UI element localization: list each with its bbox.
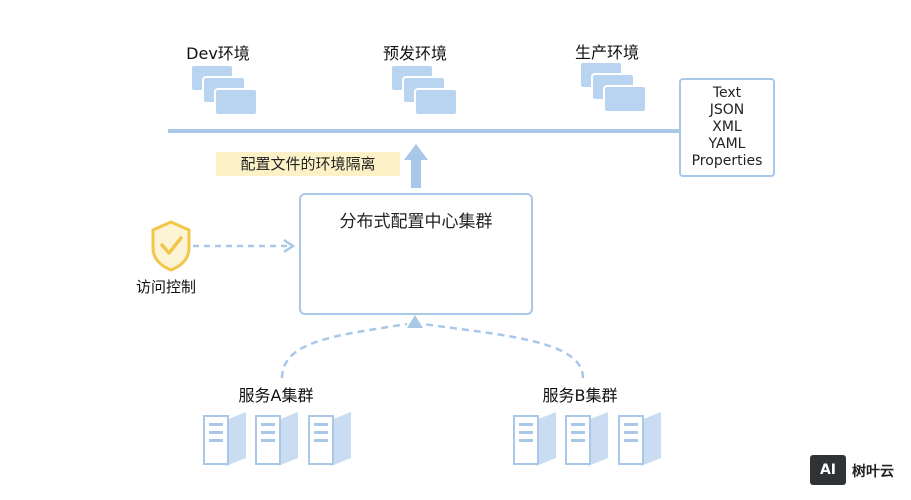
- watermark-text: 树叶云: [852, 464, 894, 480]
- format-item: JSON: [709, 102, 745, 118]
- config-formats-box: Text JSON XML YAML Properties: [679, 78, 775, 177]
- format-item: Properties: [691, 153, 763, 169]
- access-control-label: 访问控制: [135, 278, 196, 296]
- format-item: Text: [712, 85, 742, 101]
- center-up-arrowhead: [407, 315, 423, 328]
- env-label-prod: 生产环境: [574, 43, 639, 62]
- server-icon: [618, 412, 661, 466]
- access-dashed-arrow: [193, 238, 296, 254]
- server-icon: [255, 412, 298, 466]
- server-icon: [308, 412, 351, 466]
- cluster-dashed-curves: [280, 322, 585, 379]
- prod-env-stack-icon: [579, 61, 647, 113]
- config-center-title: 分布式配置中心集群: [339, 212, 493, 232]
- cluster-label-b: 服务B集群: [542, 386, 618, 405]
- format-item: YAML: [708, 136, 746, 152]
- env-label-staging: 预发环境: [382, 44, 447, 63]
- environment-isolation-label: 配置文件的环境隔离: [216, 152, 400, 176]
- staging-env-stack-icon: [390, 64, 458, 116]
- server-icon: [565, 412, 608, 466]
- format-item: XML: [712, 119, 742, 135]
- server-icon: [203, 412, 246, 466]
- shield-check-icon: [151, 220, 191, 272]
- config-center-box: 分布式配置中心集群: [299, 193, 533, 315]
- watermark-logo: AI: [810, 455, 846, 485]
- dev-env-stack-icon: [190, 64, 258, 116]
- up-arrow-icon: [404, 144, 428, 188]
- env-label-dev: Dev环境: [186, 44, 250, 63]
- cluster-label-a: 服务A集群: [238, 386, 314, 405]
- server-icon: [513, 412, 556, 466]
